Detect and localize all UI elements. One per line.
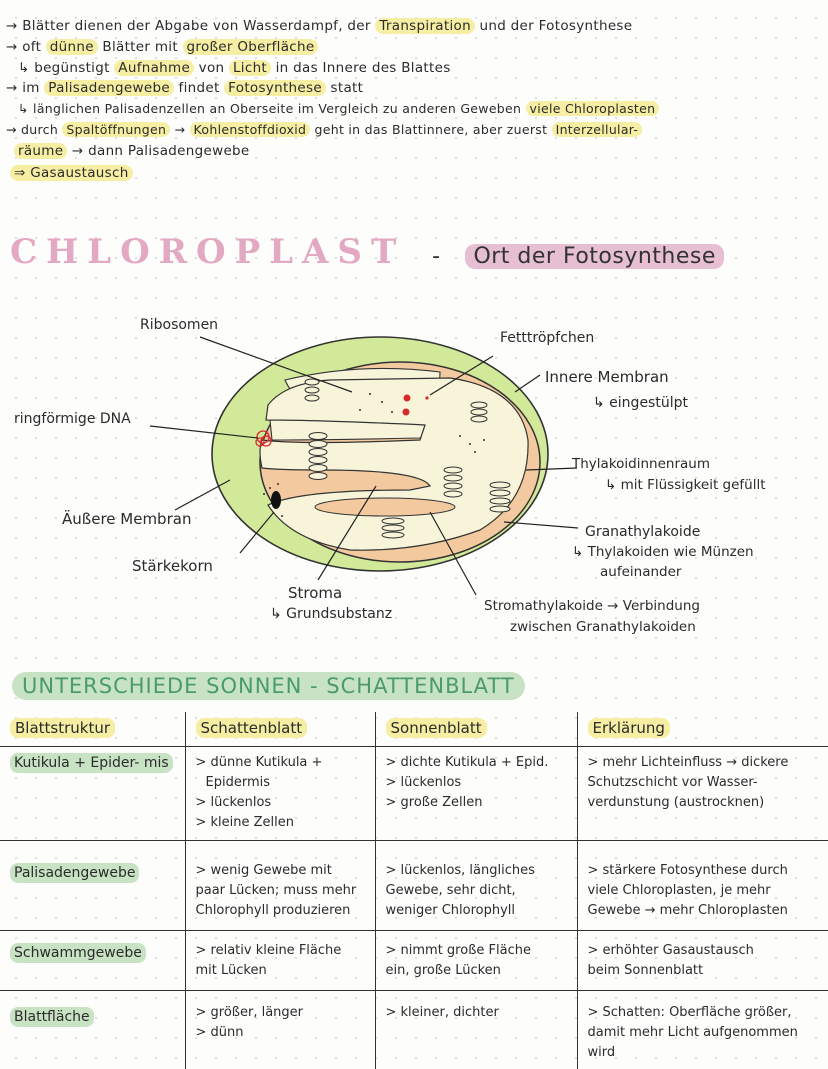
cell-line: weniger Chlorophyll <box>385 903 516 918</box>
ribosome-dots <box>263 393 485 517</box>
cell-line: > große Zellen <box>385 795 483 810</box>
label-innere-membran: Innere Membran <box>545 368 669 386</box>
label-stromathylakoide-sub: zwischen Granathylakoiden <box>510 619 696 635</box>
cell-line: viele Chloroplasten, je mehr <box>587 883 771 898</box>
cell-line: ein, große Lücken <box>385 963 501 978</box>
cell-line: > dünne Kutikula + <box>195 755 323 770</box>
cell-line: Schutzschicht vor Wasser- <box>587 775 758 790</box>
stroma-thylakoid <box>314 497 456 517</box>
label-granathylakoide-sub2: aufeinander <box>600 564 682 580</box>
cell-line: mit Lücken <box>195 963 267 978</box>
cell-line: Chlorophyll produzieren <box>195 903 351 918</box>
chloroplast-subtitle: Ort der Fotosynthese <box>465 244 724 269</box>
note-line-3: ↳ begünstigt Aufnahme von Licht in das I… <box>18 60 451 76</box>
cell-line: > größer, länger <box>195 1005 304 1020</box>
label-stroma: Stroma <box>288 584 343 602</box>
cell-line: verdunstung (austrocknen) <box>587 795 765 810</box>
cell-line: paar Lücken; muss mehr <box>195 883 357 898</box>
label-ribosomen: Ribosomen <box>140 317 219 333</box>
label-stroma-sub: ↳ Grundsubstanz <box>270 606 393 622</box>
table-row: Schwammgewebe > relativ kleine Fläche mit… <box>0 930 828 991</box>
row-label: Schwammgewebe <box>10 943 146 963</box>
header-erklaerung: Erklärung <box>587 718 670 738</box>
starch-grain <box>271 491 281 509</box>
row-label: Kutikula + Epider- mis <box>10 753 173 773</box>
label-fetttroepfchen: Fetttröpfchen <box>500 330 595 346</box>
cell-line: > lückenlos <box>385 775 462 790</box>
cell-line: wird <box>587 1045 616 1060</box>
header-schattenblatt: Schattenblatt <box>195 718 308 738</box>
note-line-6: → durch Spaltöffnungen → Kohlenstoffdiox… <box>6 122 643 137</box>
table-row: Blattfläche > größer, länger > dünn > kle… <box>0 990 828 1069</box>
cell-line: > kleiner, dichter <box>385 1005 499 1020</box>
label-thylakoidinnenraum: Thylakoidinnenraum <box>572 456 710 472</box>
cell-line: > erhöhter Gasaustausch <box>587 943 754 958</box>
table-row: Kutikula + Epider- mis > dünne Kutikula … <box>0 746 828 841</box>
label-stromathylakoide: Stromathylakoide → Verbindung <box>484 598 700 614</box>
cell-line: Gewebe, sehr dicht, <box>385 883 516 898</box>
fat-droplets <box>402 394 429 416</box>
cell-line: > stärkere Fotosynthese durch <box>587 863 788 878</box>
note-line-2: → oft dünne Blätter mit großer Oberfläch… <box>6 39 319 55</box>
cell-line: > wenig Gewebe mit <box>195 863 332 878</box>
table-title: UNTERSCHIEDE SONNEN - SCHATTENBLATT <box>12 672 525 700</box>
cell-line: > kleine Zellen <box>195 815 295 830</box>
cell-line: damit mehr Licht aufgenommen <box>587 1025 798 1040</box>
cell-line: > Schatten: Oberfläche größer, <box>587 1005 792 1020</box>
cell-line: > dichte Kutikula + Epid. <box>385 755 549 770</box>
cell-line: > relativ kleine Fläche <box>195 943 342 958</box>
chloroplast-title: CHLOROPLAST - Ort der Fotosynthese <box>10 232 724 272</box>
cell-line: > nimmt große Fläche <box>385 943 531 958</box>
header-sonnenblatt: Sonnenblatt <box>385 718 487 738</box>
note-line-7: räume → dann Palisadengewebe <box>14 143 250 159</box>
comparison-table: Blattstruktur Schattenblatt Sonnenblatt … <box>0 712 828 1069</box>
cell-line: > lückenlos, längliches <box>385 863 535 878</box>
chloroplast-diagram <box>149 336 579 596</box>
label-thylakoidinnenraum-sub: ↳ mit Flüssigkeit gefüllt <box>605 477 766 493</box>
note-line-1: → Blätter dienen der Abgabe von Wasserda… <box>6 18 633 34</box>
table-row: Palisadengewebe > wenig Gewebe mit paar L… <box>0 840 828 931</box>
table-header-row: Blattstruktur Schattenblatt Sonnenblatt … <box>0 712 828 747</box>
note-line-5: ↳ länglichen Palisadenzellen an Oberseit… <box>18 101 660 116</box>
cell-line: > mehr Lichteinfluss → dickere <box>587 755 789 770</box>
cell-line: Gewebe → mehr Chloroplasten <box>587 903 788 918</box>
label-granathylakoide: Granathylakoide <box>585 524 701 540</box>
header-blattstruktur: Blattstruktur <box>10 718 116 738</box>
ring-dna <box>255 430 272 447</box>
label-ringfoermige-dna: ringförmige DNA <box>14 411 131 427</box>
cell-line: beim Sonnenblatt <box>587 963 704 978</box>
label-staerkekorn: Stärkekorn <box>132 557 213 575</box>
label-granathylakoide-sub1: ↳ Thylakoiden wie Münzen <box>572 544 754 560</box>
note-line-8: ⇒ Gasaustausch <box>10 165 133 181</box>
cell-line: > dünn <box>195 1025 244 1040</box>
note-line-4: → im Palisadengewebe findet Fotosynthese… <box>6 80 364 96</box>
row-label: Blattfläche <box>10 1007 94 1027</box>
row-label: Palisadengewebe <box>10 863 140 883</box>
label-aeussere-membran: Äußere Membran <box>62 510 192 528</box>
cell-line: > lückenlos <box>195 795 272 810</box>
cell-line: Epidermis <box>205 775 271 790</box>
label-innere-membran-sub: ↳ eingestülpt <box>593 395 688 411</box>
